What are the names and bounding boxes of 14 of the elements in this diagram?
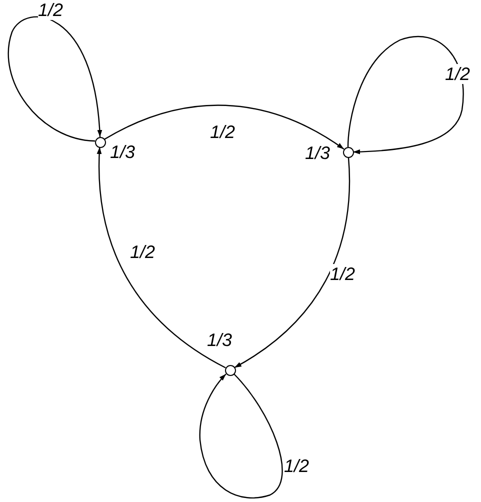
edge-label: 1/2 <box>445 64 470 84</box>
state-circle <box>94 136 106 148</box>
probability-label: 1/3 <box>110 142 136 162</box>
edge-label: 1/2 <box>38 0 64 20</box>
probability-label: 1/3 <box>207 330 232 350</box>
self-loop-arrow <box>347 36 464 154</box>
self-loop-arrow <box>8 16 102 142</box>
self-loop-arrow <box>199 374 283 498</box>
state-circle <box>224 364 236 376</box>
transition-arrow <box>97 146 226 368</box>
probability-label: 1/3 <box>305 143 330 163</box>
transition-arrow <box>234 156 350 368</box>
transition-arrow <box>104 104 344 150</box>
state-circle <box>342 146 354 158</box>
